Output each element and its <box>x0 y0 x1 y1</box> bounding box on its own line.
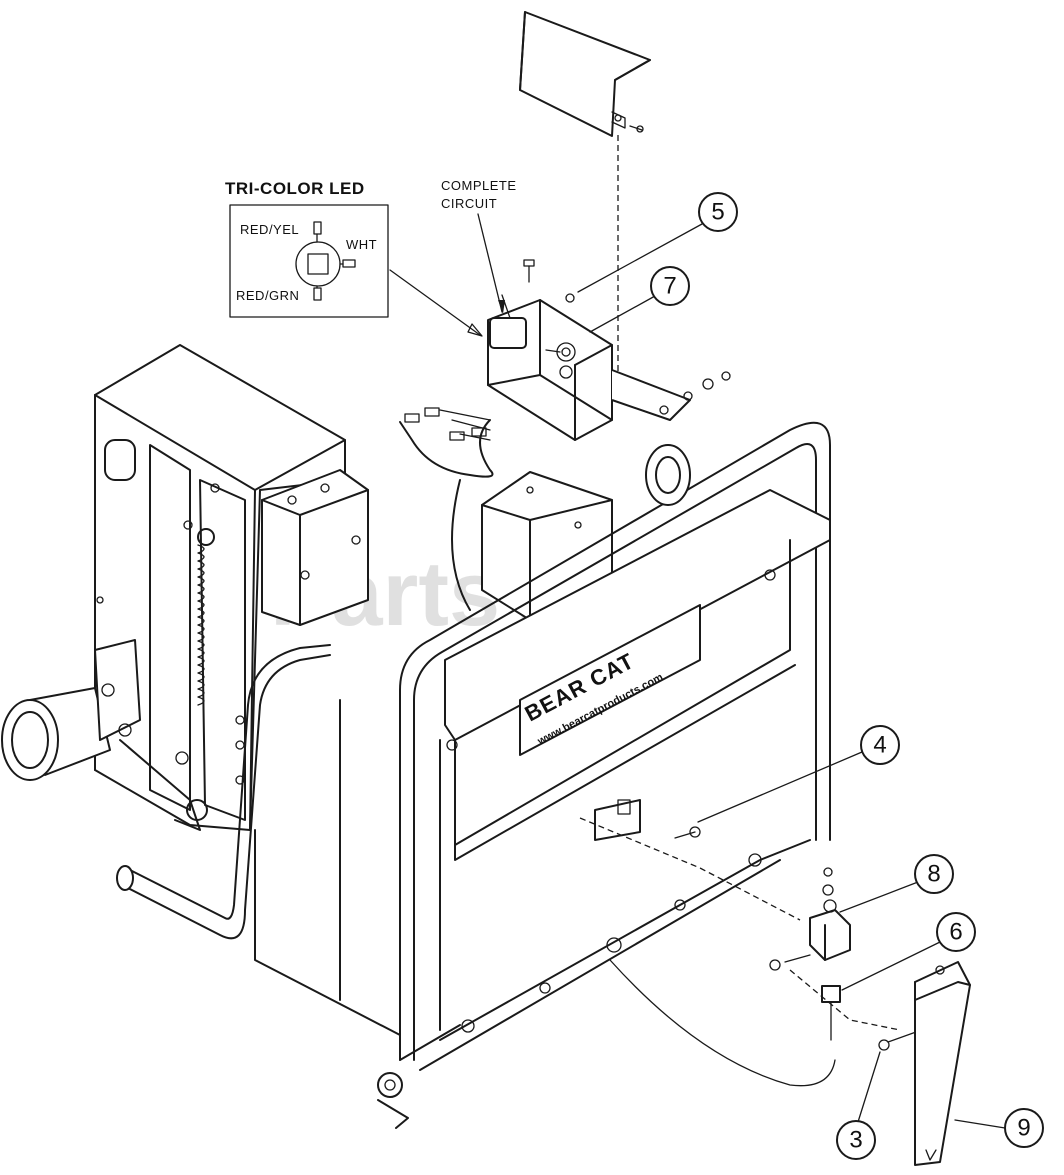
svg-text:4: 4 <box>873 732 886 759</box>
wiring-harness <box>399 407 494 611</box>
svg-text:3: 3 <box>849 1127 862 1154</box>
svg-text:8: 8 <box>927 861 940 888</box>
svg-text:7: 7 <box>663 273 676 300</box>
brand-plate <box>519 604 701 756</box>
svg-text:6: 6 <box>949 919 962 946</box>
inset-title: TRI-COLOR LED <box>225 179 365 198</box>
side-control-box <box>261 469 369 626</box>
callout-3: 3 <box>836 1051 881 1160</box>
bracket-hardware <box>501 259 731 401</box>
label-red-grn: RED/GRN <box>236 288 299 303</box>
main-frame: BEAR CAT www.bearcatproducts.com <box>116 421 831 1129</box>
pedal-bracket-assembly <box>594 799 971 1166</box>
control-cable <box>609 959 836 1087</box>
label-wht: WHT <box>346 237 377 252</box>
left-housing <box>94 344 346 831</box>
callout-8: 8 <box>839 854 954 913</box>
inset-frame <box>229 204 389 318</box>
callout-5: 5 <box>577 192 738 293</box>
complete-circuit-label: COMPLETE CIRCUIT <box>441 178 517 314</box>
complete-circuit-line2: CIRCUIT <box>441 196 497 211</box>
switch-bracket <box>487 299 691 441</box>
callout-9: 9 <box>954 1108 1044 1148</box>
top-cover-plate <box>519 11 651 137</box>
guide-dash-1 <box>579 817 801 921</box>
tri-color-led-inset: TRI-COLOR LED RED/YEL WHT RED/GRN <box>225 179 389 318</box>
led-pointer-arrow <box>389 269 481 336</box>
callout-6: 6 <box>841 912 976 991</box>
led-symbol <box>295 221 356 301</box>
callout-7: 7 <box>589 266 690 333</box>
motor-cylinder <box>1 639 208 831</box>
guide-dash-2 <box>789 969 901 1031</box>
callout-4: 4 <box>697 725 900 823</box>
svg-text:9: 9 <box>1017 1115 1030 1142</box>
complete-circuit-line1: COMPLETE <box>441 178 517 193</box>
label-red-yel: RED/YEL <box>240 222 299 237</box>
svg-text:5: 5 <box>711 199 724 226</box>
tension-spring <box>197 528 215 706</box>
